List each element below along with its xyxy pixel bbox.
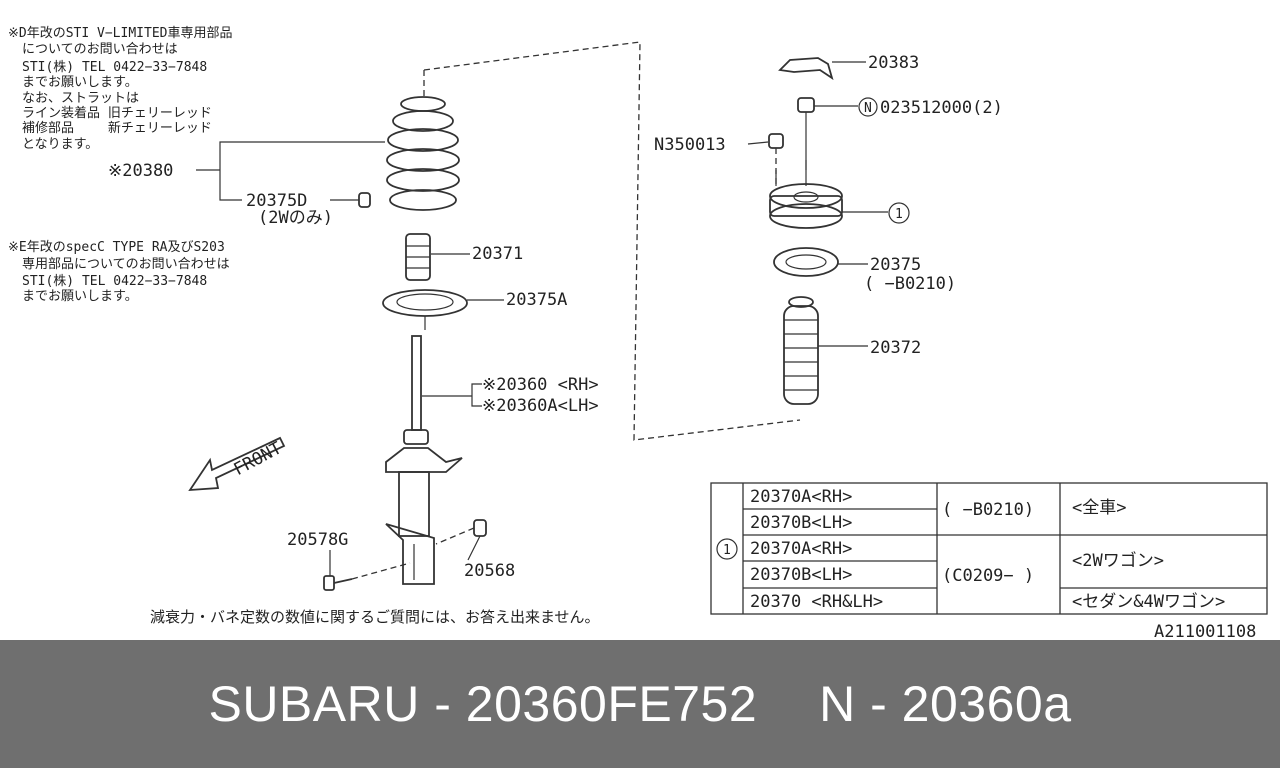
coil-spring [386,96,460,211]
table-cell: 20370 <RH&LH> [750,592,883,612]
part-label: N350013 [654,135,726,155]
part-label: ※20380 [108,161,173,181]
nut-20568 [435,519,487,545]
table-cell: 20370B<LH> [750,513,852,533]
callout-20360: ※20360 <RH> ※20360A<LH> [422,375,599,416]
part-label: 20383 [868,53,919,73]
table-cell: 20370A<RH> [750,487,852,507]
note-line: STI(株) TEL 0422−33−7848 [22,274,207,289]
note-line: となります。 [22,137,98,152]
part-label: ( −B0210) [864,274,956,294]
e-year-note: ※E年改のspecC TYPE RA及びS203 専用部品についてのお問い合わせ… [8,240,230,304]
front-arrow-icon [188,436,286,492]
callout-20371: 20371 [431,244,523,264]
diagram-number: N - 20360a [819,676,1072,732]
table-index: 1 [723,543,731,558]
part-label: 20372 [870,338,921,358]
spring-seat-20375a [382,289,468,330]
part-label: 023512000(2) [880,98,1003,118]
part-label: 20375 [870,255,921,275]
part-label: ※20360 <RH> [482,375,599,395]
seat-20375 [773,247,839,277]
note-line: までお願いします。 [22,289,138,304]
bump-stopper-20371 [405,233,431,281]
table-cell: ( −B0210) [942,500,1034,520]
exploded-view-boundary [423,41,801,441]
table-cell: <2Wワゴン> [1072,550,1164,571]
part-label: 20371 [472,244,523,264]
callout-1: 1 [842,202,910,224]
rubber-seat-20375d [358,192,371,208]
part-label: 20375D [246,191,307,211]
callout-20578g: 20578G [287,530,348,576]
reference-code: A211001108 [1154,622,1256,640]
callout-023512000: N 023512000(2) [814,97,1003,118]
note-line: ライン装着品 旧チェリーレッド [22,105,212,121]
strut-mount [769,160,843,229]
n-marker: N [864,101,872,116]
bottom-note: 減衰力・バネ定数の数値に関するご質問には、お答え出来ません。 [150,608,600,626]
note-line: についてのお問い合わせは [22,42,178,57]
boot-20372 [783,296,819,405]
table-cell: (C0209− ) [942,566,1034,586]
table-cell: <セダン&4Wワゴン> [1072,591,1225,612]
callout-n350013: N350013 [654,135,769,155]
note-line: STI(株) TEL 0422−33−7848 [22,60,207,75]
table-cell: 20370A<RH> [750,539,852,559]
note-line: ※D年改のSTI V−LIMITED車専用部品 [8,26,232,41]
part-number-banner: SUBARU - 20360FE752 N - 20360a [0,640,1280,768]
callout-20380: ※20380 [108,141,385,201]
part-label: 20375A [506,290,567,310]
callout-20375d: 20375D (2Wのみ) [246,191,359,228]
strut-assembly-diagram: ※D年改のSTI V−LIMITED車専用部品 についてのお問い合わせは STI… [8,26,1268,640]
callout-20375a: 20375A [467,290,567,310]
bolt-20578g [323,562,411,591]
table-cell: 20370B<LH> [750,565,852,585]
d-year-note: ※D年改のSTI V−LIMITED車専用部品 についてのお問い合わせは STI… [8,26,232,152]
note-line: ※E年改のspecC TYPE RA及びS203 [8,240,225,255]
callout-20568: 20568 [464,535,515,581]
nut-023512000 [797,97,815,170]
note-line: までお願いします。 [22,75,138,90]
front-label: FRONT [231,438,286,480]
note-line: 専用部品についてのお問い合わせは [22,257,230,272]
callout-20372: 20372 [818,338,921,358]
callout-20383: 20383 [832,53,919,73]
strut-body [385,335,463,585]
note-line: 補修部品 新チェリーレッド [22,120,212,136]
index-marker: 1 [895,207,903,222]
part-label: 20578G [287,530,348,550]
application-table: 1 20370A<RH> 20370B<LH> 20370A<RH> 20370… [710,482,1268,615]
part-label: (2Wのみ) [258,208,333,228]
part-label: ※20360A<LH> [482,396,599,416]
manufacturer-part-number: SUBARU - 20360FE752 [208,676,758,732]
callout-20375: 20375 ( −B0210) [838,255,956,294]
cap-20383 [778,57,834,81]
table-cell: <全車> [1072,498,1126,518]
part-label: 20568 [464,561,515,581]
note-line: なお、ストラットは [22,91,139,106]
